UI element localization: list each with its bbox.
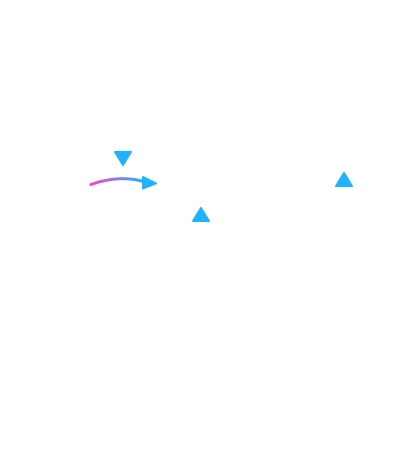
arrow-up-icon <box>335 172 353 205</box>
curved-arrow-right-icon <box>89 176 157 190</box>
arrow-down-icon <box>114 131 132 166</box>
arrow-up-icon <box>192 207 210 240</box>
